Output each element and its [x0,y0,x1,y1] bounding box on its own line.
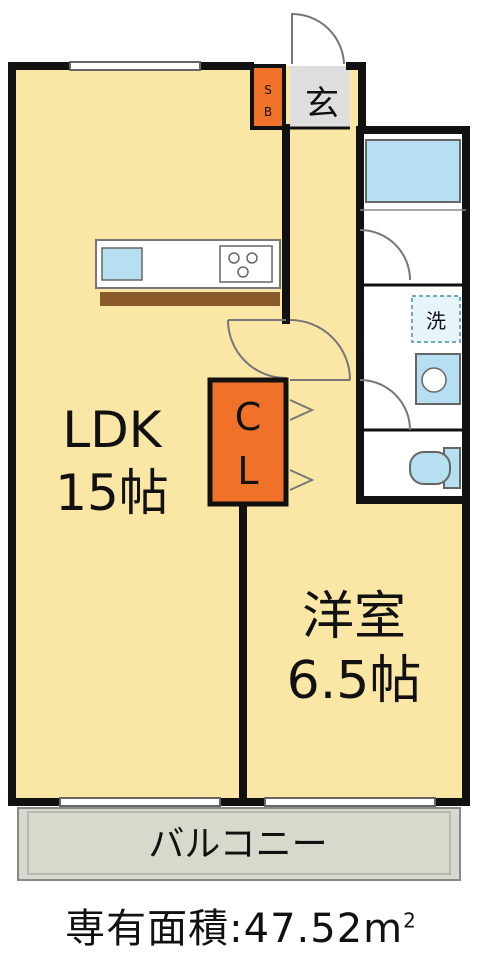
balcony [17,807,461,881]
entrance-floor [290,66,350,128]
interior-doors [227,229,411,491]
stove-burners [228,252,258,278]
washer-label: 洗 [426,309,446,333]
floor-plan: S B 玄 洗 C L LDK 15帖 洋室 6.5帖 バルコニー [8,12,470,881]
western-room-size: 6.5帖 [287,651,422,711]
windows [59,61,436,807]
floor-area-label: 専有面積:47.52m2 [0,896,482,954]
balcony-label: バルコニー [148,824,327,865]
balcony-inner [27,811,451,875]
area-prefix: 専有面積: [65,906,244,952]
entrance-label: 玄 [305,84,339,124]
kitchen-sink [101,247,143,281]
shoe-box-label-s: S [264,83,272,97]
stove [219,245,273,283]
entrance-door [291,12,345,65]
closet [207,377,289,507]
shoe-box-label-b: B [264,105,272,119]
shoe-box [250,64,286,130]
area-unit-sup: 2 [403,908,417,933]
bathtub [365,139,461,203]
kitchen-bar [100,292,280,306]
area-value: 47.52 [243,906,364,952]
ldk-name: LDK [62,401,162,459]
ldk-size: 15帖 [55,464,169,522]
washer-space [411,295,461,343]
thin-walls [290,126,466,432]
basin-bowl [421,367,447,393]
toilet-bowl [409,451,451,485]
closet-label-c: C [235,395,262,439]
area-unit: m [363,906,404,952]
closet-label-l: L [237,449,258,493]
western-room-name: 洋室 [302,587,406,647]
